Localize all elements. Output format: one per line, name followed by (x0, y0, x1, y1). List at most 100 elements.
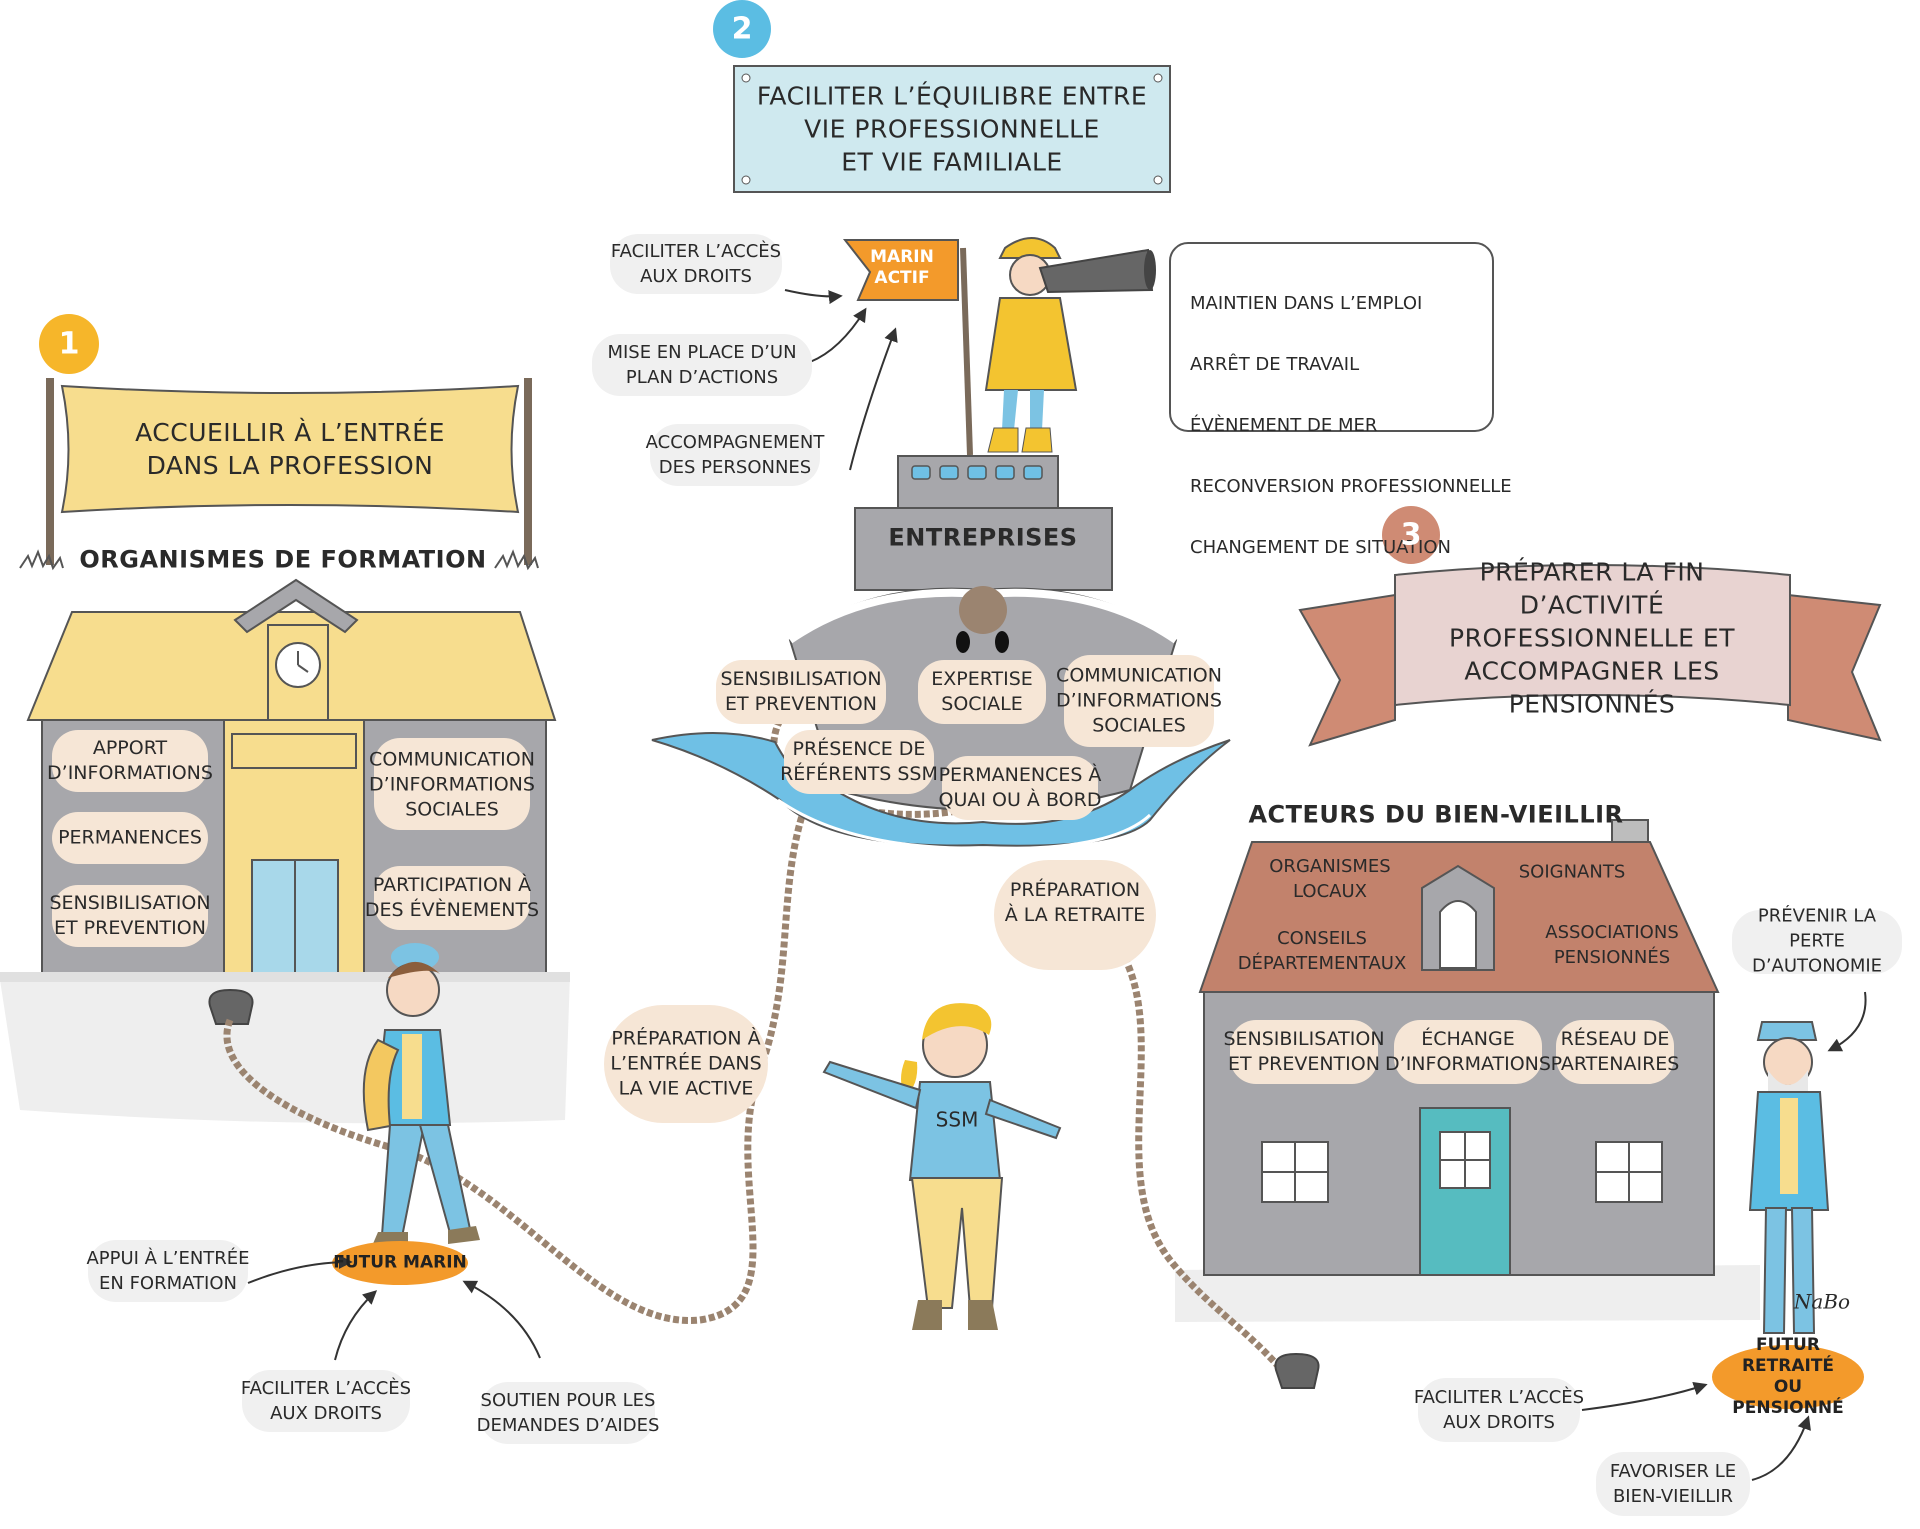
grass-left (19, 549, 64, 571)
step3-roof-soignants: SOIGNANTS (1518, 861, 1626, 883)
step3-person-tag: FUTUR RETRAITÉ OU PENSIONNÉ (1732, 1335, 1844, 1418)
note-bg-acces2 (610, 234, 782, 294)
step3-item-sensibilisation: SENSIBILISATION ET PREVENTION (1223, 1028, 1385, 1075)
bollard-right (1274, 1352, 1320, 1389)
arrow-acces3 (1581, 1381, 1708, 1411)
flag-cloth (842, 239, 959, 301)
pill-quai (942, 756, 1098, 820)
ssm-shirt-text: SSM (935, 1107, 979, 1132)
bollard-left (208, 988, 254, 1025)
step1-item-communication: COMMUNICATION D’INFORMATIONS SOCIALES (369, 748, 535, 821)
note-bg-plan (592, 334, 812, 396)
retiree-tag-bg (1712, 1345, 1864, 1409)
pill-referents (784, 730, 934, 794)
school-plaque (231, 733, 357, 769)
step3-item-reseau: RÉSEAU DE PARTENAIRES (1550, 1028, 1680, 1075)
step1-note-acces: FACILITER L’ACCÈS AUX DROITS (240, 1378, 412, 1424)
step1-person-tag: FUTUR MARIN (333, 1252, 467, 1273)
situation-3: RECONVERSION PROFESSIONNELLE (1190, 475, 1512, 497)
step1-item-participation: PARTICIPATION À DES ÉVÈNEMENTS (364, 874, 540, 921)
step1-note-soutien: SOUTIEN POUR LES DEMANDES D’AIDES (476, 1390, 660, 1436)
step2-note-acces: FACILITER L’ACCÈS AUX DROITS (610, 241, 782, 287)
ship-cabin (897, 455, 1059, 509)
sailor-figure (984, 237, 1156, 453)
rope-knot (959, 586, 1007, 634)
arrow-autonomie (1827, 991, 1867, 1052)
ssm-figure (822, 1003, 1062, 1330)
arrow-soutien (462, 1280, 541, 1359)
note-bg-acces1 (242, 1370, 410, 1432)
step3-number-circle (1382, 506, 1440, 564)
banner-cloth (60, 384, 520, 514)
pill-apport (52, 730, 208, 792)
arrow-acces2 (784, 289, 843, 305)
retiree-figure (1748, 1021, 1830, 1334)
sign-board (733, 65, 1171, 193)
step2-note-plan: MISE EN PLACE D’UN PLAN D’ACTIONS (607, 342, 797, 388)
note-bg-acces3 (1418, 1378, 1580, 1442)
step2-sign-text: FACILITER L’ÉQUILIBRE ENTRE VIE PROFESSI… (756, 81, 1148, 177)
bubble-retraite: PRÉPARATION À LA RETRAITE (1004, 879, 1146, 926)
bubble-entree-vie-active: PRÉPARATION À L’ENTRÉE DANS LA VIE ACTIV… (610, 1027, 762, 1100)
ribbon-main (1394, 564, 1791, 707)
arrow-bienvieillir (1751, 1415, 1811, 1481)
step3-note-acces: FACILITER L’ACCÈS AUX DROITS (1413, 1387, 1585, 1433)
step2-flag-text: MARIN ACTIF (870, 247, 934, 288)
pill-permanences (52, 812, 208, 864)
student-figure (362, 943, 480, 1246)
situation-2: ÉVÈNEMENT DE MER (1190, 414, 1378, 436)
step1-note-appui: APPUI À L’ENTRÉE EN FORMATION (86, 1248, 250, 1294)
step2-number: 2 (731, 11, 753, 47)
pill-expertise (918, 660, 1046, 724)
ship-eye-left (956, 631, 970, 653)
artist-signature: NaBo (1793, 1289, 1851, 1314)
school-base (0, 972, 570, 982)
clock-hands (297, 651, 309, 673)
arrow-plan (809, 307, 867, 363)
situation-4: CHANGEMENT DE SITUATION (1190, 536, 1451, 558)
pill-comm2 (1064, 655, 1214, 747)
step2-item-referents: PRÉSENCE DE RÉFÉRENTS SSM (780, 738, 938, 785)
step1-building-title: ORGANISMES DE FORMATION (79, 545, 487, 574)
note-bg-bienv (1596, 1452, 1750, 1516)
ribbon-tail-right (1787, 593, 1882, 742)
step2-ship-title: ENTREPRISES (888, 523, 1078, 552)
note-bg-appui (88, 1240, 248, 1302)
pill-sensib1 (52, 885, 208, 947)
step3-number: 3 (1400, 517, 1422, 553)
school-bell-roof (233, 578, 359, 634)
arrow-accompagnement (849, 327, 898, 471)
rope-right (1107, 932, 1293, 1383)
step1-item-apport: APPORT D’INFORMATIONS (47, 737, 213, 784)
step2-note-accompagnement: ACCOMPAGNEMENT DES PERSONNES (645, 432, 825, 478)
step2-situations-list: MAINTIEN DANS L’EMPLOI ARRÊT DE TRAVAIL … (1190, 258, 1512, 594)
situation-1: ARRÊT DE TRAVAIL (1190, 353, 1360, 375)
pill-sensib2 (716, 660, 886, 724)
pill-comm1 (374, 738, 530, 830)
futur-marin-tag-bg (332, 1241, 468, 1285)
step1-number: 1 (58, 326, 80, 362)
arrow-acces1 (334, 1290, 378, 1361)
ribbon-tail-left (1298, 593, 1396, 747)
cabin-windows (911, 465, 1043, 480)
arrow-appui (247, 1255, 353, 1284)
pill-reseau (1556, 1020, 1674, 1084)
step2-number-circle (713, 0, 771, 58)
step1-item-sensibilisation: SENSIBILISATION ET PREVENTION (49, 892, 211, 939)
ship-eye-right (995, 631, 1009, 653)
pill-participation (374, 866, 530, 930)
step2-item-expertise: EXPERTISE SOCIALE (931, 668, 1033, 715)
dormer-window (1439, 900, 1477, 969)
step3-note-bienvieillir: FAVORISER LE BIEN-VIEILLIR (1609, 1461, 1737, 1507)
step1-item-permanences: PERMANENCES (58, 826, 202, 849)
pill-sensib3 (1230, 1020, 1378, 1084)
pill-echange (1394, 1020, 1542, 1084)
situation-0: MAINTIEN DANS L’EMPLOI (1190, 292, 1423, 314)
bubble-left-bg (604, 1005, 768, 1123)
ship-bridge (854, 507, 1113, 591)
situations-box (1169, 242, 1494, 432)
step3-note-autonomie: PRÉVENIR LA PERTE D’AUTONOMIE (1751, 905, 1883, 977)
ground-right (1175, 1265, 1760, 1322)
step3-ribbon-text: PRÉPARER LA FIN D’ACTIVITÉ PROFESSIONNEL… (1449, 557, 1735, 719)
